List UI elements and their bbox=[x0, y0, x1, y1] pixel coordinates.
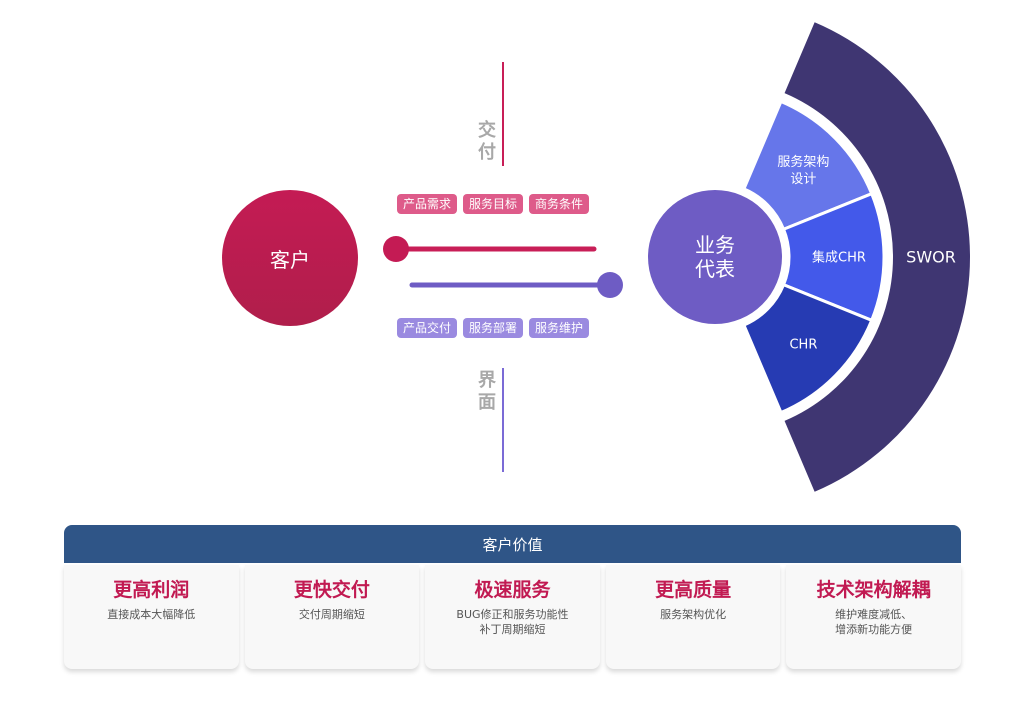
tag-product-requirements: 产品需求 bbox=[397, 194, 458, 214]
customer-node: 客户 bbox=[222, 190, 358, 326]
delivery-tags: 产品交付 服务部署 服务维护 bbox=[397, 318, 590, 338]
request-flow-origin-dot bbox=[383, 236, 409, 262]
value-card-higher-quality: 更高质量 服务架构优化 bbox=[605, 565, 781, 669]
delivery-divider-line bbox=[502, 62, 504, 166]
value-card-desc: 直接成本大幅降低 bbox=[107, 608, 196, 621]
interface-label: 界 面 bbox=[476, 370, 498, 414]
tag-product-delivery: 产品交付 bbox=[397, 318, 458, 338]
value-card-rapid-service: 极速服务 BUG修正和服务功能性 补丁周期缩短 bbox=[425, 565, 600, 669]
value-card-title: 更快交付 bbox=[293, 579, 370, 601]
tag-business-terms: 商务条件 bbox=[529, 194, 590, 214]
fan-segment-architecture-design-label: 服务架构设计 bbox=[777, 154, 829, 187]
business-rep-node: 业务 代表 bbox=[648, 190, 782, 324]
value-card-desc: 维护难度减低、 增添新功能方便 bbox=[835, 608, 913, 636]
fan-band-swor bbox=[784, 22, 971, 492]
value-card-title: 更高质量 bbox=[655, 579, 732, 601]
business-rep-label-line1: 业务 bbox=[695, 233, 735, 257]
fan-segment-integrated-chr-label: 集成CHR bbox=[812, 250, 866, 266]
request-tags: 产品需求 服务目标 商务条件 bbox=[397, 194, 590, 214]
customer-value-panel: 客户价值 更高利润 直接成本大幅降低 更快交付 交付周期缩短 极速服务 BUG修… bbox=[64, 525, 961, 669]
delivery-flow-origin-dot bbox=[597, 272, 623, 298]
tag-service-maintenance: 服务维护 bbox=[529, 318, 590, 338]
delivery-label-char: 付 bbox=[478, 142, 496, 163]
fan-segment-chr-label: CHR bbox=[789, 337, 817, 352]
customer-label: 客户 bbox=[270, 247, 310, 272]
delivery-label: 交 付 bbox=[476, 120, 498, 164]
fan-band-swor-label: SWOR bbox=[906, 248, 956, 267]
value-card-title: 极速服务 bbox=[474, 579, 551, 601]
interface-divider-line bbox=[502, 368, 504, 472]
tag-service-deployment: 服务部署 bbox=[463, 318, 524, 338]
value-card-faster-delivery: 更快交付 交付周期缩短 bbox=[244, 565, 420, 669]
value-card-desc: 交付周期缩短 bbox=[298, 608, 365, 621]
fan-segment-chr bbox=[741, 282, 874, 415]
value-card-desc: BUG修正和服务功能性 补丁周期缩短 bbox=[456, 608, 569, 636]
interface-label-char: 面 bbox=[478, 392, 496, 413]
value-card-title: 技术架构解耦 bbox=[816, 579, 931, 601]
delivery-label-char: 交 bbox=[478, 120, 496, 141]
value-card-desc: 服务架构优化 bbox=[660, 608, 727, 621]
interface-label-char: 界 bbox=[478, 370, 496, 391]
value-card-title: 更高利润 bbox=[113, 579, 190, 601]
business-rep-label-line2: 代表 bbox=[695, 257, 735, 281]
tag-service-goals: 服务目标 bbox=[463, 194, 524, 214]
value-card-profit: 更高利润 直接成本大幅降低 bbox=[64, 565, 239, 669]
customer-value-header: 客户价值 bbox=[64, 525, 961, 563]
value-card-decoupling: 技术架构解耦 维护难度减低、 增添新功能方便 bbox=[786, 565, 961, 669]
